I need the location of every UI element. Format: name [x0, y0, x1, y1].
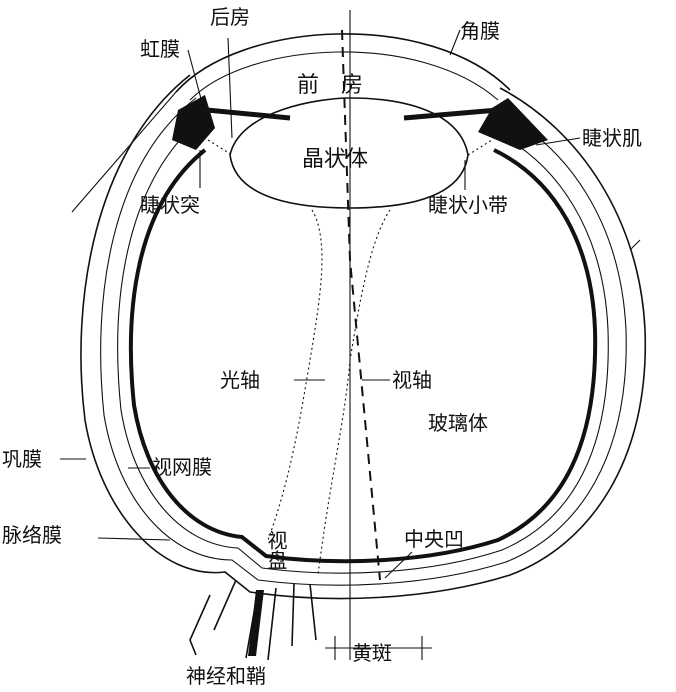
label-shiwangmo: 视网膜 — [152, 455, 212, 479]
cornea — [175, 33, 511, 93]
label-hongmo: 虹膜 — [140, 37, 180, 61]
hyaloid-canal-left — [267, 209, 323, 541]
iris-right — [403, 107, 499, 121]
label-zhongyangao: 中央凹 — [404, 527, 464, 551]
leader-hongmo — [187, 49, 205, 111]
optic-nerve-fill — [248, 590, 264, 656]
label-jiezhuangji: 睫状肌 — [582, 126, 642, 150]
leader-houfang — [227, 37, 233, 139]
label-shipan: 视盘 — [264, 530, 288, 570]
scleral-spur-left — [71, 91, 177, 213]
leader-mailuomo — [97, 537, 171, 541]
leader-zhongyangao — [384, 551, 413, 579]
label-guangzhou: 光轴 — [220, 368, 260, 392]
retina-layer — [128, 148, 598, 564]
sclera-outline — [80, 74, 647, 600]
label-houfang: 后房 — [210, 5, 250, 29]
scleral-spur-right — [629, 239, 641, 251]
label-qianfang: 前房 — [297, 73, 385, 98]
label-mailuomo: 脉络膜 — [2, 523, 62, 547]
label-jiezhuangtu: 睫状突 — [140, 193, 200, 217]
zonule-left — [207, 139, 233, 156]
label-jiaomo: 角膜 — [460, 19, 500, 43]
leader-jiezhuangji — [535, 137, 581, 146]
leader-jiaomo — [449, 29, 461, 56]
label-gongmo: 巩膜 — [2, 447, 42, 471]
ciliary-body-left — [172, 95, 215, 150]
label-huangban: 黄斑 — [352, 641, 392, 665]
label-boliti: 玻璃体 — [428, 411, 488, 435]
cornea-inner — [189, 51, 499, 101]
hyaloid-canal-right — [317, 209, 391, 576]
label-shenjingheqiao: 神经和鞘 — [186, 664, 266, 688]
choroid-layer — [117, 119, 609, 574]
visual-axis — [341, 29, 381, 581]
sclera-inner — [100, 97, 627, 586]
label-jiezhuangxiaodai: 睫状小带 — [428, 193, 508, 217]
zonule-right — [467, 139, 493, 156]
label-shizhou: 视轴 — [392, 368, 432, 392]
label-jingzhuangti: 晶状体 — [302, 147, 368, 172]
ciliary-body-right — [478, 98, 548, 150]
